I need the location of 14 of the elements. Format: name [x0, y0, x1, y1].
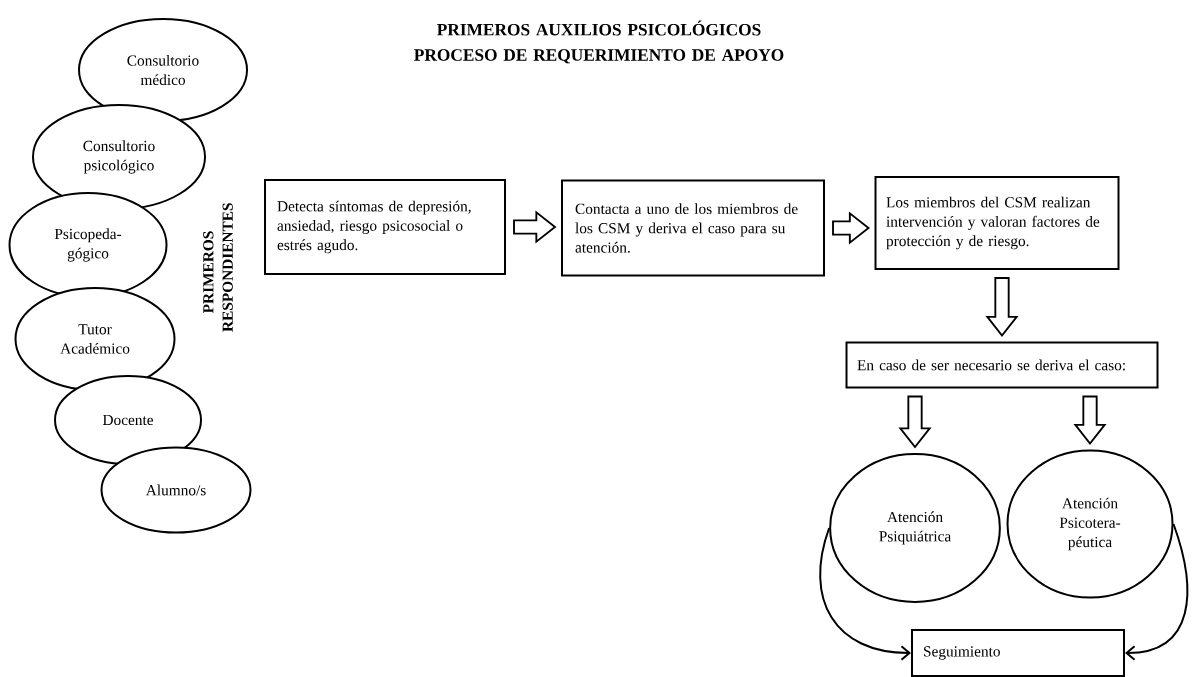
- curved-arrow: [1125, 523, 1189, 661]
- process-box: Los miembros del CSM realizan intervención y valoran factores de protección y de riesgo.: [874, 176, 1120, 270]
- block-arrow: [513, 210, 557, 244]
- block-arrow: [985, 277, 1019, 337]
- curved-arrow: [819, 527, 911, 661]
- title: PRIMEROS AUXILIOS PSICOLÓGICOS PROCESO DE REQUERIMIENTO DE APOYO: [414, 20, 784, 64]
- rotated-label: PRIMEROS RESPONDIENTES: [203, 203, 233, 332]
- block-arrow: [898, 395, 932, 449]
- block-arrow: [832, 211, 871, 245]
- process-box: En caso de ser necesario se deriva el caso:: [845, 341, 1159, 389]
- process-box: Contacta a uno de los miembros de los CSM y deriva el caso para su atención.: [561, 179, 825, 277]
- process-box: Seguimiento: [911, 629, 1125, 677]
- process-box: Detecta síntomas de depresión, ansiedad, riesgo psicosocial o estrés agudo.: [264, 179, 506, 275]
- block-arrow: [1073, 395, 1107, 445]
